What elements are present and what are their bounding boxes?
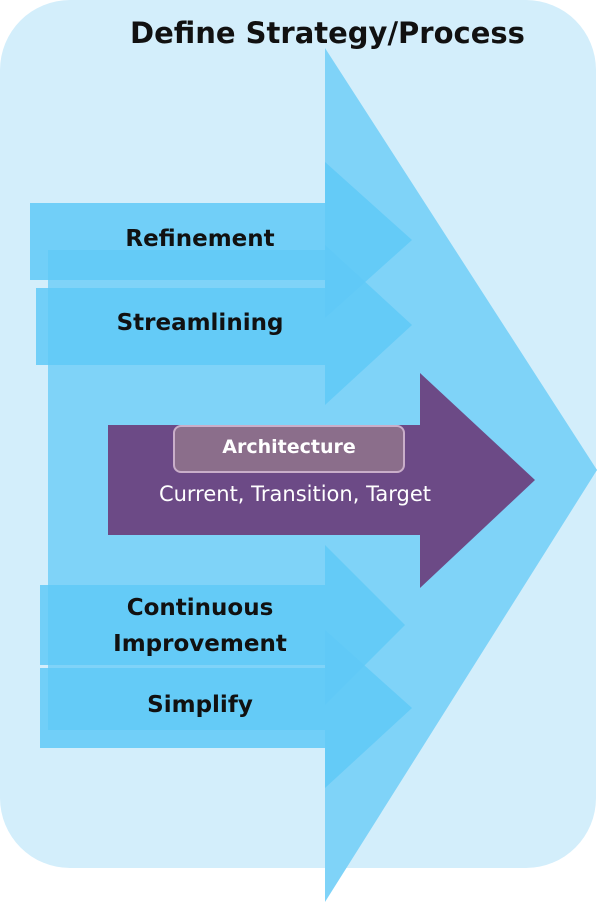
continuous-improvement-arrow [40,545,405,705]
architecture-sublabel: Current, Transition, Target [158,482,432,506]
refinement-label: Refinement [125,226,275,252]
diagram-title: Define Strategy/Process [130,16,525,50]
simplify-arrow [40,630,412,788]
continuous-improvement-label: Continuous Improvement [113,595,287,657]
simplify-label: Simplify [147,692,253,718]
architecture-label: Architecture [222,436,356,458]
streamlining-arrow [36,245,412,405]
architecture-pill [173,425,405,473]
refinement-arrow [30,162,412,318]
streamlining-label: Streamlining [116,310,284,336]
